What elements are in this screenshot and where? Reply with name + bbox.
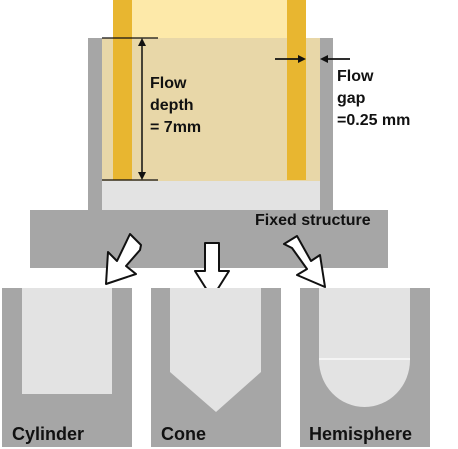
cup-base bbox=[102, 181, 320, 210]
flow-gap-label-3: =0.25 mm bbox=[337, 112, 410, 129]
fluid-column-top bbox=[113, 0, 306, 38]
arrow-to-cone bbox=[194, 242, 230, 299]
cylinder-label: Cylinder bbox=[12, 424, 84, 444]
fixed-structure-label: Fixed structure bbox=[255, 212, 371, 229]
inner-wall-left bbox=[113, 0, 132, 180]
flow-depth-label-1: Flow bbox=[150, 75, 187, 92]
cone-bob bbox=[170, 288, 261, 412]
inner-wall-right bbox=[287, 0, 306, 180]
hemisphere-bob bbox=[319, 288, 410, 407]
flow-gap-label-2: gap bbox=[337, 90, 366, 107]
cylinder-bob bbox=[22, 288, 112, 394]
arrow-to-hemisphere bbox=[283, 235, 326, 288]
flow-depth-label-2: depth bbox=[150, 97, 194, 114]
cone-label: Cone bbox=[161, 424, 206, 444]
arrow-to-cylinder bbox=[105, 233, 142, 285]
flow-gap-label-1: Flow bbox=[337, 68, 374, 85]
fluid-in-cup bbox=[102, 38, 320, 181]
flow-depth-label-3: = 7mm bbox=[150, 119, 201, 136]
hemisphere-label: Hemisphere bbox=[309, 424, 412, 444]
